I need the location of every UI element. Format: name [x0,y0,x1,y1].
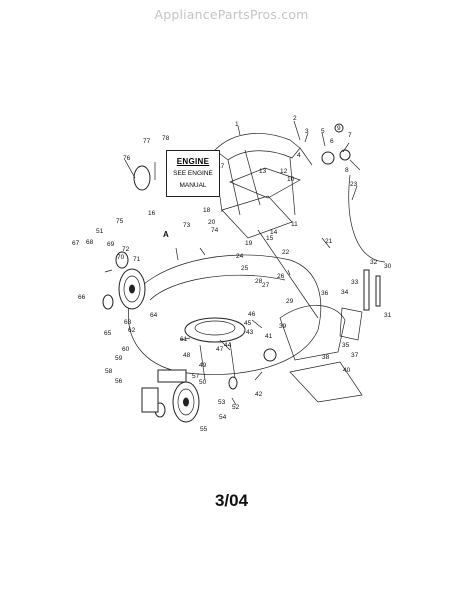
part-label: 62 [128,327,136,334]
part-label: 48 [183,352,191,359]
part-label: 27 [262,282,270,289]
part-label: 70 [117,254,125,261]
engine-note-line-2: MANUAL [179,182,207,189]
part-label: 76 [123,155,131,162]
part-label: 49 [199,362,207,369]
part-label: 75 [116,218,124,225]
right-bracket-parts [321,123,381,341]
part-label: 40 [343,367,351,374]
part-label: 53 [218,399,226,406]
part-label: 5 [321,128,325,135]
part-label: A [163,230,169,239]
part-label: 7 [348,132,352,139]
engine-note-box: ENGINE SEE ENGINE MANUAL [166,150,220,197]
part-label: 22 [282,249,290,256]
part-label: 64 [150,312,158,319]
part-label: 28 [255,278,263,285]
part-label: 9 [337,125,341,132]
part-label: 17 [217,163,225,170]
part-labels: 1 2 3 4 5 6 7 8 9 10 11 12 13 14 15 16 1… [72,115,392,433]
part-label: 46 [248,311,256,318]
engine-note-title: ENGINE [176,157,210,166]
revision-date: 3/04 [214,491,249,510]
mower-deck [128,254,322,381]
front-wheel [118,268,146,310]
part-label: 54 [219,414,227,421]
part-label: 77 [143,138,151,145]
part-label: 12 [280,168,288,175]
part-label: 52 [232,404,240,411]
part-label: 38 [322,354,330,361]
part-label: 8 [345,167,349,174]
part-label: 60 [122,346,130,353]
handle-assembly [214,133,319,319]
part-label: 74 [211,227,219,234]
part-label: 56 [115,378,123,385]
part-label: 29 [286,298,294,305]
part-label: 19 [245,240,253,247]
part-label: 15 [266,235,274,242]
rear-shield [279,305,363,403]
part-label: 39 [279,323,287,330]
part-label: 41 [265,333,273,340]
part-label: 26 [277,273,285,280]
part-label: 14 [270,229,278,236]
part-label: 65 [104,330,112,337]
part-label: 67 [72,240,80,247]
part-label: 1 [235,121,239,128]
part-label: 21 [325,238,333,245]
part-label: 33 [351,279,359,286]
part-label: 6 [330,138,334,145]
part-label: 47 [216,346,224,353]
part-label: 10 [287,176,295,183]
control-cable [348,174,386,263]
part-label: 32 [370,259,378,266]
part-label: 55 [200,426,208,433]
engine-note-line-1: SEE ENGINE [173,170,213,177]
part-label: 20 [208,219,216,226]
part-label: 44 [224,342,232,349]
part-label: 57 [192,373,200,380]
part-label: 50 [199,379,207,386]
part-label: 71 [133,256,141,263]
part-label: 13 [259,168,267,175]
part-label: 63 [124,319,132,326]
part-label: 4 [297,152,301,159]
part-label: 43 [246,329,254,336]
part-label: 61 [180,336,188,343]
part-label: 24 [236,253,244,260]
part-label: 18 [203,207,211,214]
part-label: 30 [384,263,392,270]
part-label: 34 [341,289,349,296]
part-label: 68 [86,239,94,246]
part-label: 69 [107,241,115,248]
part-label: 66 [78,294,86,301]
part-label: 23 [350,181,358,188]
part-label: 35 [342,342,350,349]
part-label: 2 [293,115,297,122]
hub-parts [102,165,277,418]
part-label: 45 [244,320,252,327]
rear-wheel [172,381,200,423]
part-label: 59 [115,355,123,362]
part-label: 11 [291,221,298,228]
part-label: 36 [321,290,329,297]
part-label: 58 [105,368,113,375]
part-label: 31 [384,312,392,319]
leader-lines [104,120,361,406]
part-label: 78 [162,135,170,142]
part-label: 16 [148,210,156,217]
watermark: AppliancePartsPros.com [154,7,309,22]
part-label: 72 [122,246,130,253]
part-label: 51 [96,228,104,235]
part-label: 3 [305,128,309,135]
part-label: 25 [241,265,249,272]
part-label: 37 [351,352,359,359]
part-label: 42 [255,391,263,398]
part-label: 73 [183,222,191,229]
